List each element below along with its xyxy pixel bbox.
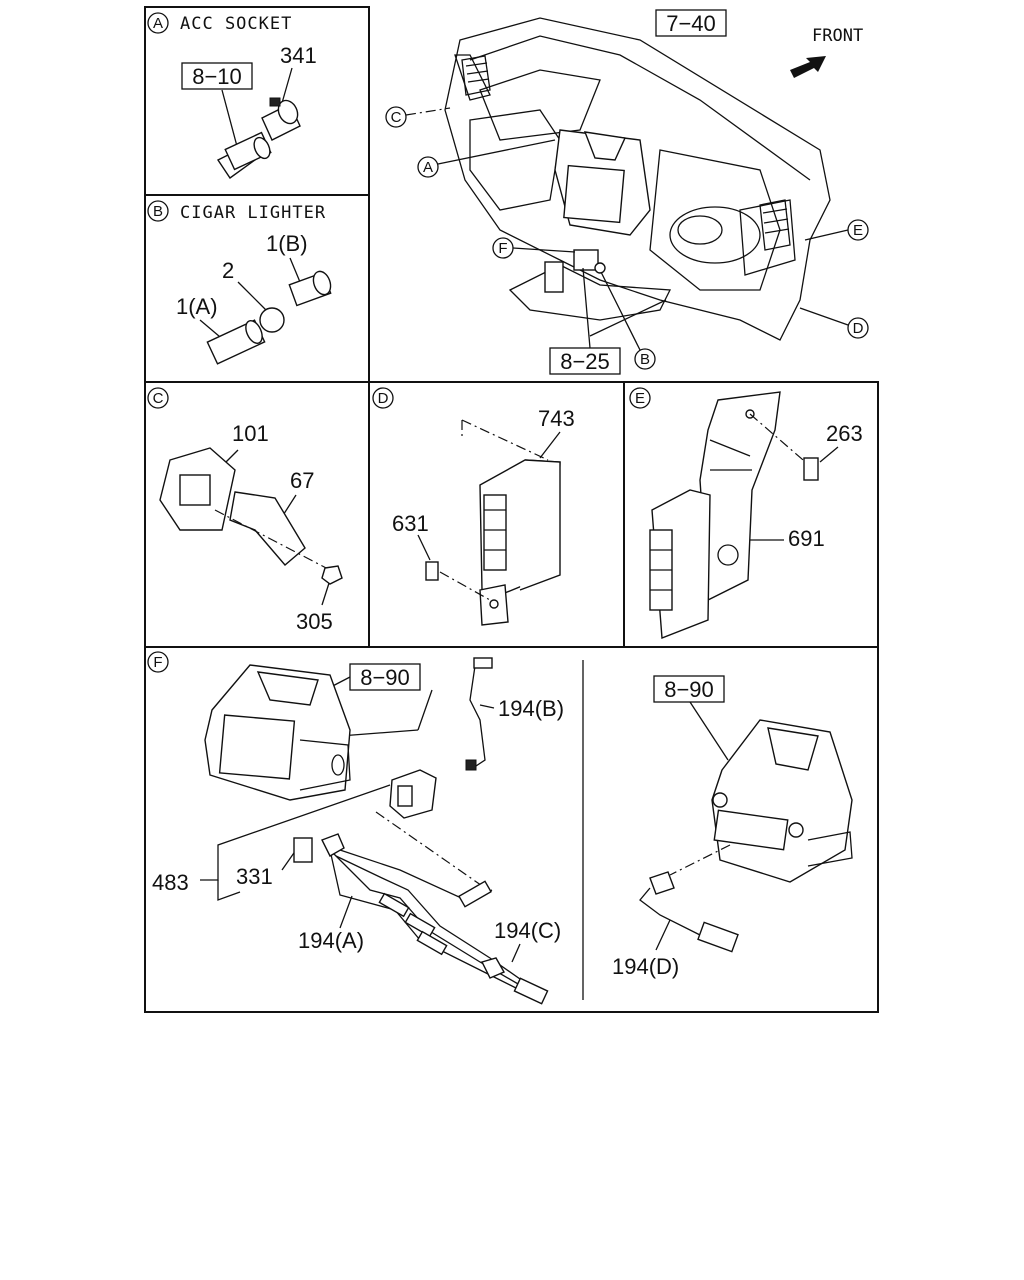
air-vent-left: [461, 55, 491, 96]
part-number-101: 101: [232, 421, 269, 446]
section-letter-f: F: [153, 654, 162, 671]
callout-d: D: [853, 320, 864, 337]
ref-box-8-25: 8−25: [560, 349, 610, 374]
section-d: D 743 631: [372, 387, 575, 626]
part-number-67: 67: [290, 468, 314, 493]
cigar-lighter-drawing: [206, 270, 332, 365]
aux-usb-harness-drawing: [293, 657, 549, 1005]
control-module-d-drawing: [425, 419, 561, 626]
ref-box-8-90-left: 8−90: [360, 665, 410, 690]
part-number-331: 331: [236, 864, 273, 889]
section-dashboard-overview: 7−40 FRONT: [385, 9, 869, 375]
section-letter-b: B: [153, 203, 163, 220]
callout-f: F: [498, 240, 507, 257]
section-acc-socket: A ACC SOCKET 8−10 341: [147, 12, 317, 179]
ref-box-8-10: 8−10: [192, 64, 242, 89]
part-number-263: 263: [826, 421, 863, 446]
section-cigar-lighter: B CIGAR LIGHTER 1(B) 2 1(A): [147, 200, 332, 365]
part-number-341: 341: [280, 43, 317, 68]
section-f: F 8−90 8−90 194(B) 483 331 194(A) 194(C)…: [147, 651, 853, 1005]
part-number-631: 631: [392, 511, 429, 536]
part-number-691: 691: [788, 526, 825, 551]
center-console-left-drawing: [204, 664, 351, 801]
part-number-194c: 194(C): [494, 918, 561, 943]
section-letter-c: C: [153, 390, 164, 407]
diagram-frame: [144, 6, 879, 1013]
callout-b: B: [640, 351, 650, 368]
part-number-743: 743: [538, 406, 575, 431]
ref-box-8-90-right: 8−90: [664, 677, 714, 702]
front-arrow-icon: [790, 56, 826, 78]
part-number-305: 305: [296, 609, 333, 634]
section-letter-a: A: [153, 15, 163, 32]
part-number-2: 2: [222, 258, 234, 283]
center-console-right-drawing: [639, 719, 853, 953]
front-label: FRONT: [812, 26, 863, 46]
dashboard-drawing: [444, 17, 831, 341]
ref-box-7-40: 7−40: [666, 11, 716, 36]
callout-a: A: [423, 159, 433, 176]
callout-e: E: [853, 222, 863, 239]
part-number-194d: 194(D): [612, 954, 679, 979]
part-number-483: 483: [152, 870, 189, 895]
section-title-acc-socket: ACC SOCKET: [180, 14, 292, 34]
section-e: E 263 691: [629, 387, 863, 639]
bracket-c-drawing: [159, 447, 343, 585]
part-number-1a: 1(A): [176, 294, 218, 319]
section-letter-e: E: [635, 390, 645, 407]
section-letter-d: D: [378, 390, 389, 407]
callout-c: C: [391, 109, 402, 126]
part-number-1b: 1(B): [266, 231, 308, 256]
section-title-cigar-lighter: CIGAR LIGHTER: [180, 203, 326, 223]
acc-socket-drawing: [216, 97, 301, 179]
control-module-e-drawing: [649, 391, 819, 639]
part-number-194a: 194(A): [298, 928, 364, 953]
section-c: C 101 67 305: [147, 387, 343, 634]
air-vent-right: [759, 199, 791, 251]
part-number-194b: 194(B): [498, 696, 564, 721]
